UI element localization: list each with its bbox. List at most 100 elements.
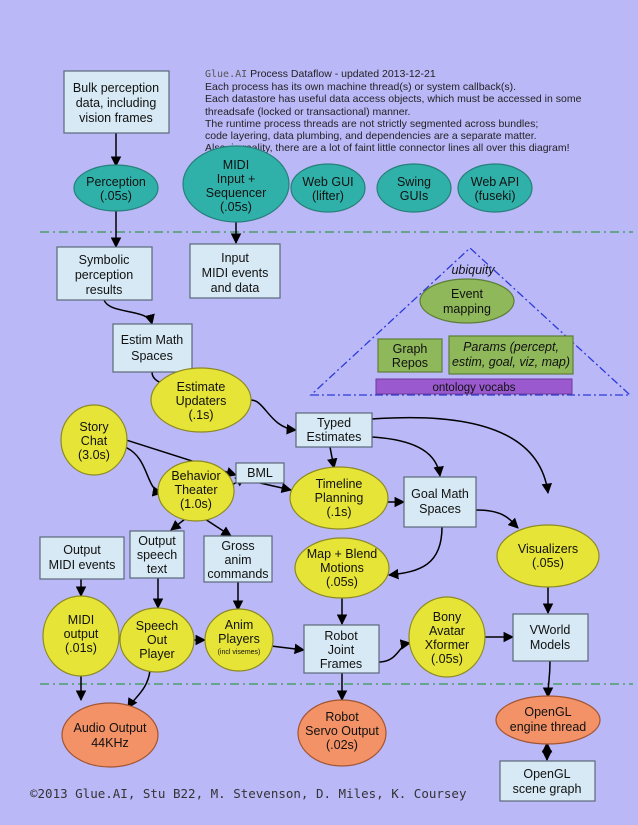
header-title-line: Glue.AI Process Dataflow - updated 2013-…: [205, 68, 635, 81]
node-label: Player: [139, 647, 174, 661]
node-label: (fuseki): [475, 189, 516, 203]
node-label: Output: [138, 534, 176, 548]
node-label: Gross: [221, 539, 254, 553]
edge-updaters-typed: [250, 399, 298, 435]
node-label: Xformer: [425, 638, 469, 652]
node-label: Symbolic: [79, 253, 130, 267]
node-label: (.05s): [431, 652, 463, 666]
node-label: (.05s): [220, 200, 252, 214]
node-label: anim: [224, 553, 251, 567]
node-label: Avatar: [429, 624, 465, 638]
node-bml: BML: [235, 462, 285, 484]
node-label: Web API: [471, 175, 519, 189]
edge-theater-speech: [170, 518, 186, 531]
node-label: speech: [137, 548, 177, 562]
edge-anim-robot: [270, 643, 306, 655]
node-label: (.05s): [100, 189, 132, 203]
svg-text:Params (percept,estim, goal, v: Params (percept,estim, goal, viz, map): [452, 340, 570, 369]
node-label: Servo Output: [305, 724, 379, 738]
edge-robot-bony: [378, 639, 412, 663]
node-label: mapping: [443, 302, 491, 316]
node-label: Speech: [136, 619, 178, 633]
node-label: Params (percept,: [463, 340, 559, 354]
node-label: BML: [247, 466, 273, 480]
node-label: GUIs: [400, 189, 428, 203]
node-label: MIDI: [68, 613, 94, 627]
node-label: Output: [63, 543, 101, 557]
node-label: (.05s): [326, 575, 358, 589]
ubiquity-title: ubiquity: [451, 263, 495, 277]
node-label: (.02s): [326, 738, 358, 752]
edge-typed-visualizers: [371, 416, 553, 495]
node-label: Out: [147, 633, 168, 647]
edge-theater-gross: [204, 518, 232, 537]
node-label: engine thread: [510, 720, 587, 734]
node-label: (1.0s): [180, 497, 212, 511]
svg-text:BML: BML: [247, 466, 273, 480]
edge-bml-timeline: [259, 482, 293, 494]
node-label: Anim: [225, 618, 253, 632]
node-label: commands: [207, 567, 268, 581]
node-label: MIDI events: [49, 558, 116, 572]
node-label: Map + Blend: [307, 547, 378, 561]
node-label: Spaces: [131, 349, 173, 363]
node-label: Story: [79, 420, 109, 434]
node-label: Input: [221, 251, 249, 265]
node-label: (.01s): [65, 641, 97, 655]
node-label: Motions: [320, 561, 364, 575]
node-label: vision frames: [79, 111, 153, 125]
node-label: results: [86, 283, 123, 297]
header-line: Each datastore has useful data access ob…: [205, 93, 582, 106]
node-label: Behavior: [171, 469, 220, 483]
node-label: (3.0s): [78, 448, 110, 462]
node-label: perception: [75, 268, 133, 282]
node-label: Estimate: [177, 380, 226, 394]
node-label: Typed: [317, 416, 351, 430]
node-label: 44KHz: [91, 736, 129, 750]
edge-story-theater: [124, 446, 164, 497]
node-label: Web GUI: [302, 175, 353, 189]
node-label: Perception: [86, 175, 146, 189]
node-label: Sequencer: [206, 186, 266, 200]
node-label: text: [147, 562, 168, 576]
node-label: Repos: [392, 356, 428, 370]
node-label: output: [64, 627, 99, 641]
svg-text:Perception(.05s): Perception(.05s): [86, 175, 146, 203]
node-label: data, including: [76, 96, 157, 110]
node-label: Models: [530, 638, 570, 652]
node-label: MIDI: [223, 158, 249, 172]
node-web-gui: Web GUI(lifter): [290, 163, 366, 213]
header-line: Also, in reality, there are a lot of fai…: [205, 142, 570, 155]
